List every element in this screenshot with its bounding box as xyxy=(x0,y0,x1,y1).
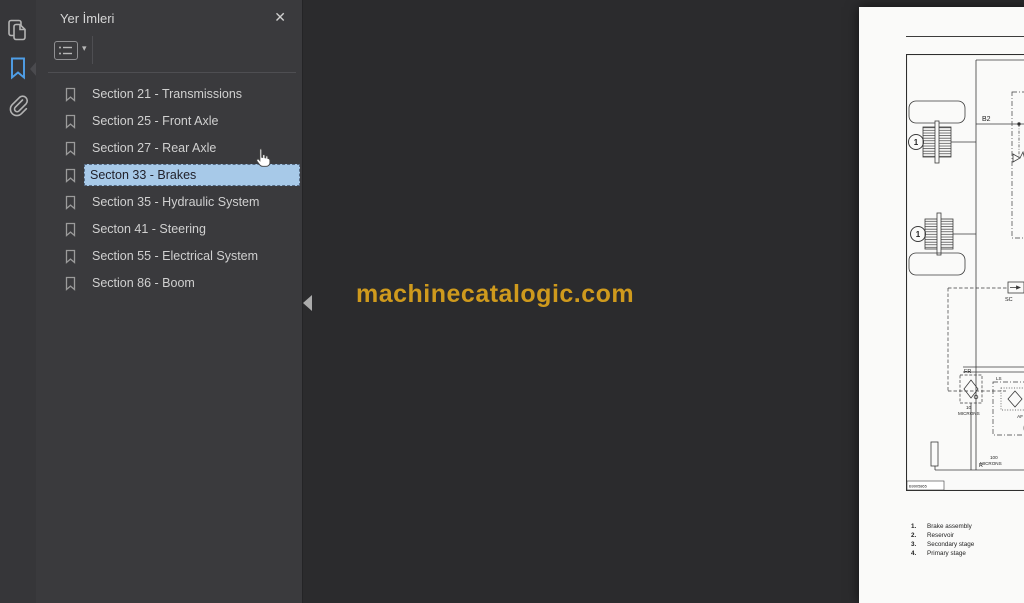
fr-filter xyxy=(959,374,983,470)
fr-micron-2: MICRONS xyxy=(958,411,980,416)
bookmark-item-section-41[interactable]: Secton 41 - Steering xyxy=(36,216,302,243)
caption-title: Brake System Schematic xyxy=(906,509,1024,516)
bookmark-icon xyxy=(64,276,77,296)
bookmark-options-button[interactable]: ▾ xyxy=(54,40,96,60)
panel-separator xyxy=(48,72,296,73)
bookmark-label: Section 21 - Transmissions xyxy=(92,87,243,101)
doc-code: B9905865 xyxy=(909,484,927,489)
bookmark-icon xyxy=(64,87,77,107)
caption-list-left: 1.Brake assembly 2.Reservoir 3.Secondary… xyxy=(911,523,975,557)
primary-stage-valve xyxy=(1012,150,1024,163)
bookmark-label: Secton 33 - Brakes xyxy=(84,164,300,186)
page-header: SECTION 33 - BRAKES xyxy=(906,24,1024,33)
bookmark-label: Section 27 - Rear Axle xyxy=(92,141,217,155)
bookmark-item-section-86[interactable]: Section 86 - Boom xyxy=(36,270,302,297)
page-number: 33-4 xyxy=(906,575,1024,584)
wheel-brake-bottom-left xyxy=(908,212,976,276)
pump-priority-valve xyxy=(992,381,1024,436)
bookmark-icon xyxy=(64,222,77,242)
bookmark-label: Section 35 - Hydraulic System xyxy=(92,195,260,209)
brake-system-schematic: B1 B2 A1 A3 A2 1 1 1 1 2 3 4 5 6 7 xyxy=(906,54,1024,491)
bookmark-icon xyxy=(64,195,77,215)
label-sc: SC xyxy=(1005,297,1013,303)
bookmark-item-section-33-selected[interactable]: Secton 33 - Brakes xyxy=(36,162,302,189)
bookmark-label: Secton 41 - Steering xyxy=(92,222,206,236)
pump-micron-2: MICRONS xyxy=(980,461,1002,466)
port-b2: B2 xyxy=(982,116,991,123)
watermark-text: machinecatalogic.com xyxy=(356,280,635,308)
bookmarks-icon[interactable] xyxy=(7,56,29,80)
bookmark-item-section-35[interactable]: Section 35 - Hydraulic System xyxy=(36,189,302,216)
doc-code-tag xyxy=(906,480,945,491)
cursor-hand-icon xyxy=(254,147,271,173)
list-options-icon xyxy=(54,41,78,60)
bookmark-label: Section 86 - Boom xyxy=(92,276,195,290)
chevron-down-icon: ▾ xyxy=(82,43,87,53)
bookmark-icon xyxy=(64,141,77,161)
bookmark-icon xyxy=(64,114,77,134)
document-viewer-area: SECTION 33 - BRAKES xyxy=(302,0,1024,603)
pump-micron-1: 100 xyxy=(990,455,998,460)
pdf-page: SECTION 33 - BRAKES xyxy=(859,7,1024,603)
valve-block-boundary xyxy=(1011,91,1024,239)
figure-caption: Brake System Schematic 1.Brake assembly … xyxy=(906,509,1024,558)
bookmark-icon xyxy=(64,249,77,269)
bookmarks-panel-title: Yer İmleri xyxy=(60,11,115,26)
tank-symbol xyxy=(930,441,1024,471)
wheel-brake-top-left xyxy=(908,100,976,164)
sc-valve xyxy=(1007,281,1024,294)
header-rule xyxy=(906,36,1024,37)
bookmark-item-section-25[interactable]: Section 25 - Front Axle xyxy=(36,108,302,135)
close-panel-button[interactable]: ✕ xyxy=(274,9,286,25)
label-af: AF xyxy=(1017,414,1023,419)
callout-1: 1 xyxy=(914,138,919,147)
collapse-panel-arrow[interactable] xyxy=(303,295,312,311)
bookmark-label: Section 25 - Front Axle xyxy=(92,114,219,128)
attachments-icon[interactable] xyxy=(7,94,29,118)
figure-number: 2 xyxy=(906,490,1024,499)
active-panel-notch xyxy=(30,61,37,77)
left-tool-strip xyxy=(0,0,37,603)
label-fr: FR xyxy=(964,369,971,375)
label-r: R xyxy=(979,463,983,469)
bookmark-item-section-21[interactable]: Section 21 - Transmissions xyxy=(36,81,302,108)
bookmarks-panel: Yer İmleri ✕ ▾ Section 21 - Transmission… xyxy=(36,0,302,603)
pages-icon[interactable] xyxy=(7,19,29,43)
toolbar-divider xyxy=(92,36,93,64)
fr-micron-1: 10 xyxy=(966,405,972,410)
bookmark-item-section-55[interactable]: Section 55 - Electrical System xyxy=(36,243,302,270)
bookmark-label: Section 55 - Electrical System xyxy=(92,249,259,263)
callout-1: 1 xyxy=(916,230,921,239)
label-ls: LS xyxy=(996,376,1002,381)
bookmark-icon xyxy=(64,168,77,188)
bookmark-item-section-27[interactable]: Section 27 - Rear Axle xyxy=(36,135,302,162)
